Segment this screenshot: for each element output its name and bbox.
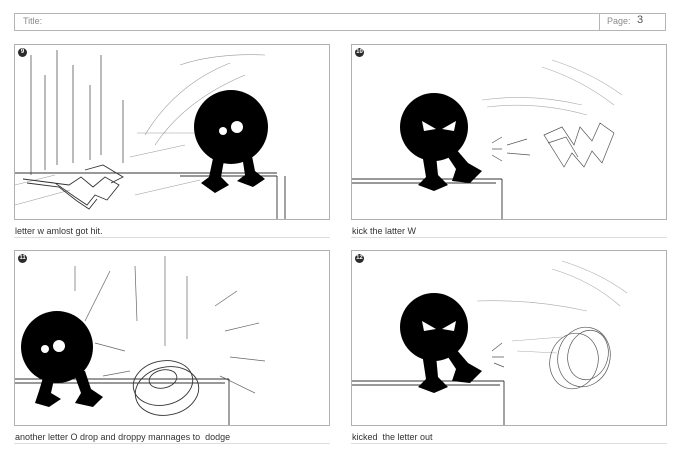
panel-sketch: [352, 260, 628, 425]
storyboard-header: Title: Page: 3: [14, 13, 666, 31]
panel-number-badge: 11: [18, 254, 27, 263]
panel-number-badge: 10: [355, 48, 364, 57]
title-label: Title:: [23, 16, 43, 26]
panel-sketch: [15, 256, 266, 425]
storyboard-panel-9: 9: [14, 44, 330, 220]
panel-number-badge: 12: [355, 254, 364, 263]
caption-underline: [14, 443, 330, 444]
panel-sketch: [15, 50, 286, 219]
panel-sketch: [352, 59, 623, 219]
panel-number-badge: 9: [18, 48, 27, 57]
storyboard-panel-10: 10: [351, 44, 667, 220]
panel-caption: kick the latter W: [352, 226, 417, 236]
page-number: 3: [637, 14, 644, 26]
caption-underline: [351, 443, 667, 444]
caption-underline: [351, 237, 667, 238]
storyboard-panel-11: 11: [14, 250, 330, 426]
panel-caption: letter w amlost got hit.: [15, 226, 103, 236]
storyboard-panel-12: 12: [351, 250, 667, 426]
panel-caption: kicked the letter out: [352, 432, 433, 442]
page-label: Page:: [607, 16, 631, 26]
page-box: Page: 3: [599, 13, 665, 31]
panel-caption: another letter O drop and droppy mannage…: [15, 432, 231, 442]
caption-underline: [14, 237, 330, 238]
